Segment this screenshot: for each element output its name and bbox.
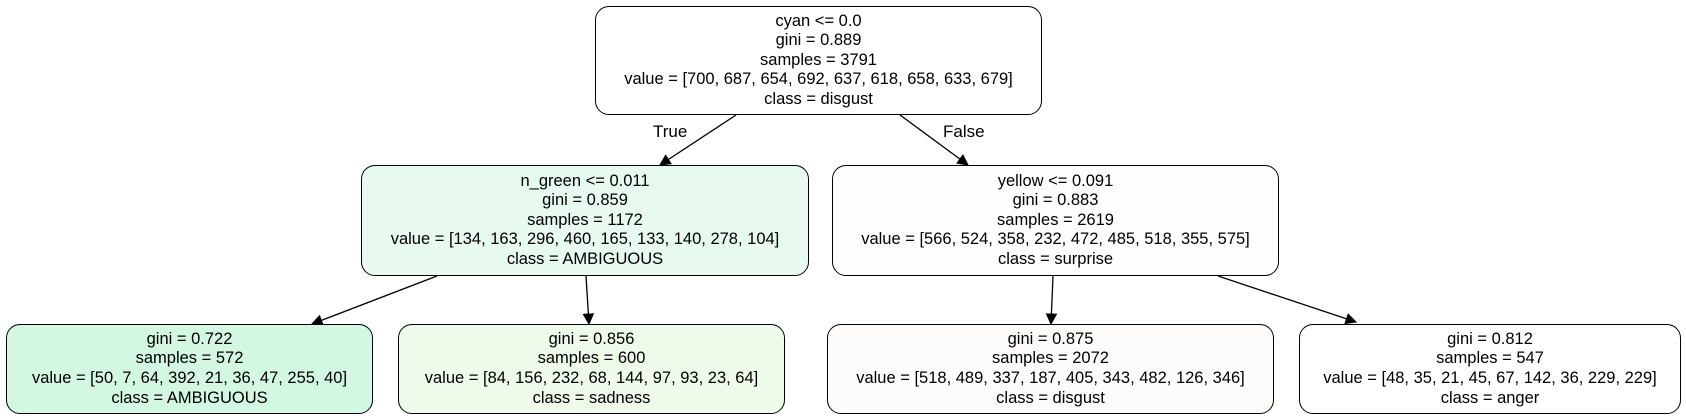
node-gini: gini = 0.883 [1012, 191, 1099, 210]
tree-node-left: n_green <= 0.011 gini = 0.859 samples = … [361, 165, 809, 276]
edge-right-left [1045, 275, 1058, 326]
tree-node-root: cyan <= 0.0 gini = 0.889 samples = 3791 … [595, 6, 1042, 115]
node-class: class = sadness [532, 388, 651, 407]
node-gini: gini = 0.856 [548, 329, 635, 348]
tree-leaf-node: gini = 0.722 samples = 572 value = [50, … [6, 324, 373, 414]
node-samples: samples = 2619 [997, 210, 1114, 229]
node-samples: samples = 3791 [760, 50, 877, 69]
node-value: value = [50, 7, 64, 392, 21, 36, 47, 255… [31, 369, 348, 387]
edge-left-left [310, 275, 438, 326]
node-gini: gini = 0.889 [775, 31, 862, 50]
node-value: value = [518, 489, 337, 187, 405, 343, 4… [856, 369, 1245, 387]
node-split-rule: yellow <= 0.091 [997, 171, 1114, 190]
node-class: class = surprise [997, 249, 1114, 268]
node-gini: gini = 0.875 [1007, 329, 1094, 348]
node-value: value = [48, 35, 21, 45, 67, 142, 36, 22… [1323, 369, 1657, 387]
node-class: class = AMBIGUOUS [506, 249, 664, 268]
edge-label-true: True [653, 122, 687, 141]
node-class: class = disgust [996, 388, 1105, 407]
node-value: value = [700, 687, 654, 692, 637, 618, 6… [624, 70, 1013, 89]
edge-right-right [1217, 275, 1358, 325]
edge-label-false: False [943, 122, 985, 141]
node-class: class = anger [1440, 388, 1540, 407]
node-value: value = [84, 156, 232, 68, 144, 97, 93, … [424, 369, 759, 387]
tree-leaf-node: gini = 0.856 samples = 600 value = [84, … [398, 324, 785, 414]
node-value: value = [566, 524, 358, 232, 472, 485, 5… [861, 230, 1250, 249]
node-samples: samples = 572 [135, 349, 244, 368]
node-gini: gini = 0.812 [1447, 329, 1533, 348]
node-class: class = disgust [764, 89, 873, 108]
node-samples: samples = 600 [537, 349, 646, 368]
node-value: value = [134, 163, 296, 460, 165, 133, 1… [390, 230, 780, 249]
node-class: class = AMBIGUOUS [111, 388, 268, 407]
edge-left-right [582, 275, 595, 326]
tree-leaf-node: gini = 0.812 samples = 547 value = [48, … [1299, 324, 1681, 414]
node-gini: gini = 0.722 [146, 329, 233, 348]
node-split-rule: n_green <= 0.011 [520, 171, 650, 190]
node-samples: samples = 1172 [527, 210, 643, 229]
edge-root-left [659, 114, 737, 166]
node-gini: gini = 0.859 [542, 191, 628, 210]
edge-root-right [899, 114, 969, 166]
tree-leaf-node: gini = 0.875 samples = 2072 value = [518… [827, 324, 1274, 414]
node-samples: samples = 2072 [992, 349, 1109, 368]
node-split-rule: cyan <= 0.0 [775, 11, 862, 30]
node-samples: samples = 547 [1436, 349, 1544, 368]
tree-node-right: yellow <= 0.091 gini = 0.883 samples = 2… [832, 165, 1279, 276]
